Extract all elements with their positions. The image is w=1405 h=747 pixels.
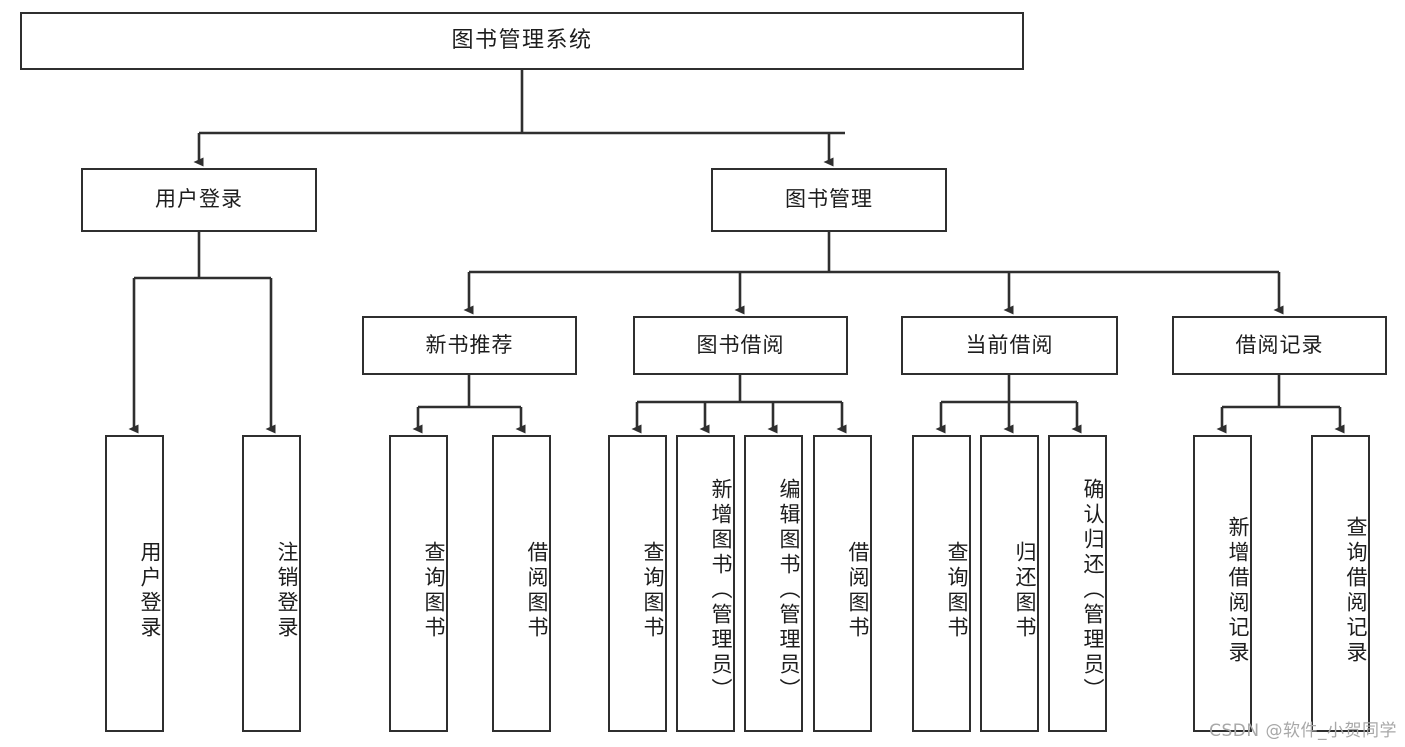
node-book-borrow[interactable]: 图书借阅 (633, 316, 848, 375)
node-current-borrow[interactable]: 当前借阅 (901, 316, 1118, 375)
leaf-user-login[interactable]: 用户登录 (105, 435, 164, 732)
node-borrow-record[interactable]: 借阅记录 (1172, 316, 1387, 375)
leaf-logout-login[interactable]: 注销登录 (242, 435, 301, 732)
leaf-add-book-admin[interactable]: 新增图书（管理员） (676, 435, 735, 732)
leaf-borrow-book-recommend[interactable]: 借阅图书 (492, 435, 551, 732)
leaf-query-borrow-record[interactable]: 查询借阅记录 (1311, 435, 1370, 732)
leaf-query-book-borrow[interactable]: 查询图书 (608, 435, 667, 732)
leaf-edit-book-admin[interactable]: 编辑图书（管理员） (744, 435, 803, 732)
leaf-query-book-recommend[interactable]: 查询图书 (389, 435, 448, 732)
leaf-query-book-current[interactable]: 查询图书 (912, 435, 971, 732)
csdn-watermark: CSDN @软件_小贺同学 (1209, 721, 1397, 741)
node-user-login[interactable]: 用户登录 (81, 168, 317, 232)
node-root-system[interactable]: 图书管理系统 (20, 12, 1024, 70)
leaf-return-book[interactable]: 归还图书 (980, 435, 1039, 732)
node-book-management[interactable]: 图书管理 (711, 168, 947, 232)
leaf-confirm-return-admin[interactable]: 确认归还（管理员） (1048, 435, 1107, 732)
node-new-book-recommend[interactable]: 新书推荐 (362, 316, 577, 375)
leaf-add-borrow-record[interactable]: 新增借阅记录 (1193, 435, 1252, 732)
leaf-borrow-book-borrow[interactable]: 借阅图书 (813, 435, 872, 732)
